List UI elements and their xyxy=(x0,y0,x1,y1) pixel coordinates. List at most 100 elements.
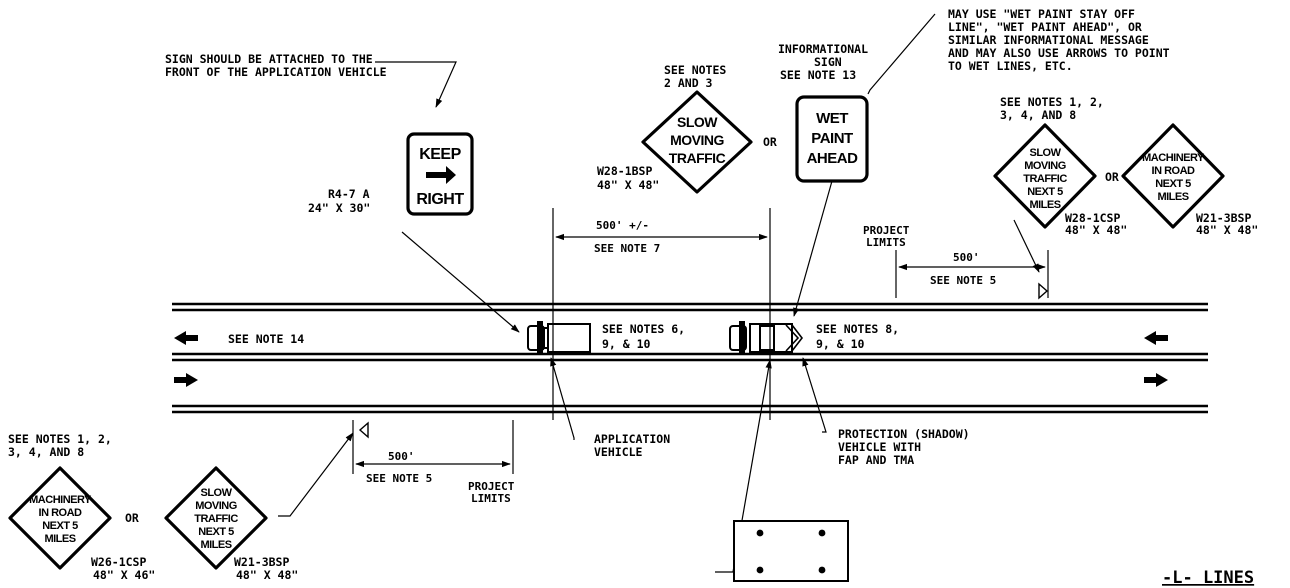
truck-bed xyxy=(547,323,591,353)
lane-arrows xyxy=(174,331,1168,387)
may-use-line4: AND MAY ALSO USE ARROWS TO POINT xyxy=(948,46,1170,60)
keep-right-code: R4-7 A xyxy=(328,187,370,201)
wet-paint-line2: PAINT xyxy=(811,130,853,147)
slow-left-size: 48" X 48" xyxy=(236,568,298,582)
page-title: -L- LINES xyxy=(1162,568,1254,588)
arrow-left-icon xyxy=(174,331,198,345)
sign-location-icon xyxy=(358,421,369,439)
or-label: OR xyxy=(1105,170,1119,184)
left-dim-value: 500' xyxy=(388,450,415,463)
spacing-value: 500' +/- xyxy=(596,219,649,232)
slow-top-size: 48" X 48" xyxy=(597,178,659,192)
notes-6-9-10-line1: SEE NOTES 6, xyxy=(602,322,685,336)
mach-left-line4: MILES xyxy=(44,533,75,545)
slow-left-code: W21-3BSP xyxy=(234,555,289,569)
right-notes-line1: SEE NOTES 1, 2, xyxy=(1000,95,1104,109)
roadway xyxy=(172,302,1208,414)
info-note-line3: SEE NOTE 13 xyxy=(780,68,856,82)
right-dim-value: 500' xyxy=(953,251,980,264)
left-dimension xyxy=(352,420,514,474)
application-vehicle xyxy=(527,321,591,355)
wet-paint-ahead-sign: WET PAINT AHEAD xyxy=(795,95,869,183)
may-use-line3: SIMILAR INFORMATIONAL MESSAGE xyxy=(948,33,1149,47)
attach-note-line1: SIGN SHOULD BE ATTACHED TO THE xyxy=(165,52,373,66)
slow-right-line5: MILES xyxy=(1029,199,1060,211)
arrow-panel xyxy=(759,325,775,351)
attach-note-line2: FRONT OF THE APPLICATION VEHICLE xyxy=(165,65,387,79)
arrow-panel-detail xyxy=(733,520,849,582)
right-project-limits-line2: LIMITS xyxy=(866,236,906,249)
right-project-limits-line1: PROJECT xyxy=(863,224,910,237)
mach-left-line3: NEXT 5 xyxy=(42,520,78,532)
keep-right-sign: KEEP RIGHT xyxy=(406,132,474,216)
see-note-14: SEE NOTE 14 xyxy=(228,332,304,346)
tma-chevron-icon xyxy=(785,324,804,352)
slow-notes-line2: 2 AND 3 xyxy=(664,76,713,90)
slow-left-line2: MOVING xyxy=(195,500,237,512)
arrow-right-icon xyxy=(426,166,456,184)
mach-left-line2: IN ROAD xyxy=(39,507,83,519)
slow-left-line1: SLOW xyxy=(201,487,233,499)
slow-top-line2: MOVING xyxy=(670,132,724,148)
mach-left-line1: MACHINERY xyxy=(29,494,92,506)
may-use-line5: TO WET LINES, ETC. xyxy=(948,59,1073,73)
wet-paint-line1: WET xyxy=(816,110,848,127)
protection-vehicle-line1: PROTECTION (SHADOW) xyxy=(838,427,970,441)
left-dim-note: SEE NOTE 5 xyxy=(366,472,432,485)
sign-bracket xyxy=(537,321,543,355)
keep-right-size: 24" X 30" xyxy=(308,201,370,215)
arrow-right-icon xyxy=(1144,373,1168,387)
protection-vehicle-line3: FAP AND TMA xyxy=(838,453,914,467)
right-dim-note: SEE NOTE 5 xyxy=(930,274,996,287)
left-project-limits-line1: PROJECT xyxy=(468,480,515,493)
slow-right-line2: MOVING xyxy=(1024,160,1066,172)
slow-right-line1: SLOW xyxy=(1030,147,1062,159)
info-note-line1: INFORMATIONAL xyxy=(778,42,868,56)
notes-8-9-10-line1: SEE NOTES 8, xyxy=(816,322,899,336)
arrow-left-icon xyxy=(1144,331,1168,345)
slow-left-line5: MILES xyxy=(200,539,231,551)
slow-top-code: W28-1BSP xyxy=(597,164,652,178)
mach-right-size: 48" X 48" xyxy=(1196,223,1258,237)
slow-right-size: 48" X 48" xyxy=(1065,223,1127,237)
slow-notes-line1: SEE NOTES xyxy=(664,63,726,77)
arrow-right-icon xyxy=(174,373,198,387)
slow-right-line4: NEXT 5 xyxy=(1027,186,1063,198)
slow-right-code: W28-1CSP xyxy=(1065,211,1120,225)
slow-moving-traffic-next5-sign-left: SLOW MOVING TRAFFIC NEXT 5 MILES xyxy=(164,466,268,570)
notes-8-9-10-line2: 9, & 10 xyxy=(816,337,865,351)
right-dimension xyxy=(895,250,1049,300)
info-note-line2: SIGN xyxy=(814,55,842,69)
leaders xyxy=(278,13,1040,573)
slow-left-line3: TRAFFIC xyxy=(194,513,238,525)
slow-moving-traffic-next5-sign: SLOW MOVING TRAFFIC NEXT 5 MILES xyxy=(993,123,1097,229)
mach-right-line2: IN ROAD xyxy=(1152,165,1196,177)
mach-right-line1: MACHINERY xyxy=(1142,152,1205,164)
mach-left-code: W26-1CSP xyxy=(91,555,146,569)
spacing-dimension xyxy=(552,208,771,420)
mach-right-line4: MILES xyxy=(1157,191,1188,203)
or-label: OR xyxy=(763,135,777,149)
mach-right-line3: NEXT 5 xyxy=(1155,178,1191,190)
sign-bracket xyxy=(739,321,745,355)
right-notes-line2: 3, 4, AND 8 xyxy=(1000,108,1076,122)
keep-right-line2: RIGHT xyxy=(416,191,464,208)
slow-moving-traffic-sign: SLOW MOVING TRAFFIC xyxy=(641,90,753,194)
left-project-limits-line2: LIMITS xyxy=(471,492,511,505)
mach-left-size: 48" X 46" xyxy=(93,568,155,582)
machinery-in-road-sign-left: MACHINERY IN ROAD NEXT 5 MILES xyxy=(8,466,112,570)
machinery-in-road-sign-right: MACHINERY IN ROAD NEXT 5 MILES xyxy=(1121,123,1225,229)
spacing-note: SEE NOTE 7 xyxy=(594,242,660,255)
mach-right-code: W21-3BSP xyxy=(1196,211,1251,225)
keep-right-line1: KEEP xyxy=(419,146,461,163)
slow-top-line1: SLOW xyxy=(677,114,718,130)
may-use-line2: LINE", "WET PAINT AHEAD", OR xyxy=(948,20,1142,34)
may-use-line1: MAY USE "WET PAINT STAY OFF xyxy=(948,7,1135,21)
wet-paint-line3: AHEAD xyxy=(807,150,859,167)
application-vehicle-line1: APPLICATION xyxy=(594,432,670,446)
left-notes-line1: SEE NOTES 1, 2, xyxy=(8,432,112,446)
protection-vehicle-line2: VEHICLE WITH xyxy=(838,440,921,454)
left-notes-line2: 3, 4, AND 8 xyxy=(8,445,84,459)
shadow-vehicle xyxy=(729,321,804,355)
